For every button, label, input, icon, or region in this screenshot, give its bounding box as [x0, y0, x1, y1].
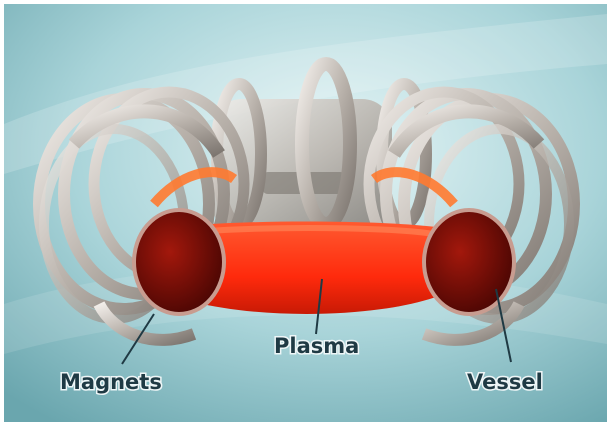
plasma-label: Plasma [274, 334, 359, 358]
tokamak-diagram: Magnets Plasma Vessel [4, 4, 607, 422]
vessel-label: Vessel [467, 370, 543, 394]
vessel-port-right [424, 210, 514, 314]
vessel-port-left [134, 210, 224, 314]
tokamak-illustration: Magnets Plasma Vessel [4, 4, 607, 422]
magnets-label: Magnets [60, 370, 162, 394]
